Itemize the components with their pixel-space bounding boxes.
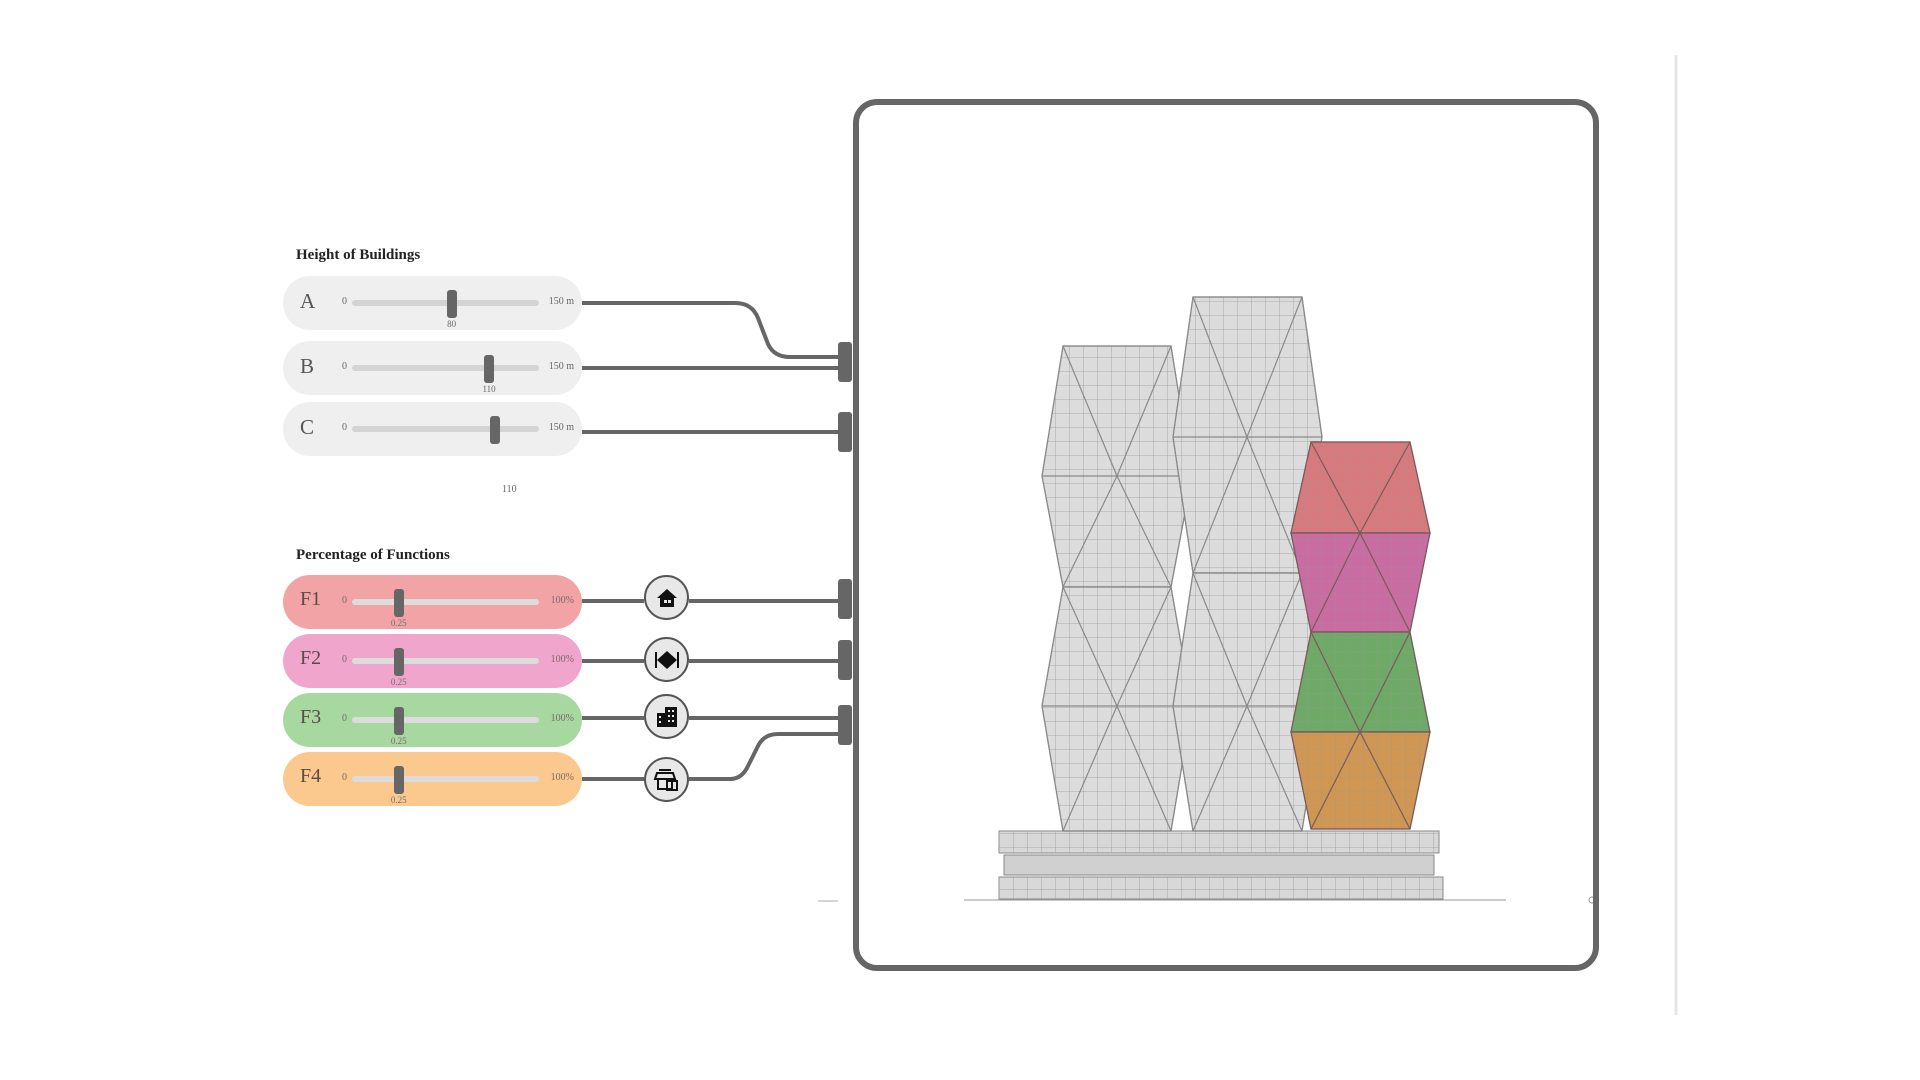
slider-thumb[interactable] — [393, 766, 404, 794]
input-port-f2[interactable] — [838, 640, 852, 680]
function-slider-f4[interactable]: F4 0 0.25 100% — [283, 752, 582, 806]
input-port-f1[interactable] — [838, 579, 852, 619]
input-port-height-ab[interactable] — [838, 342, 852, 382]
slider-max: 150 m — [548, 361, 574, 372]
slider-track[interactable]: 80 — [352, 290, 539, 329]
slider-letter: F1 — [300, 588, 322, 610]
slider-min: 0 — [342, 772, 347, 783]
slider-value: 0.25 — [390, 795, 407, 805]
slider-thumb[interactable] — [393, 707, 404, 735]
tower-a — [1041, 345, 1193, 832]
slider-value: 80 — [447, 319, 457, 329]
slider-thumb[interactable] — [393, 589, 404, 617]
slider-value: 0.25 — [390, 736, 407, 746]
slider-max: 100% — [550, 654, 574, 665]
slider-letter: F2 — [300, 647, 322, 669]
input-port-f3-f4[interactable] — [838, 705, 852, 745]
function-slider-f2[interactable]: F2 0 0.25 100% — [283, 634, 582, 688]
slider-max: 150 m — [548, 296, 574, 307]
slider-max: 100% — [550, 713, 574, 724]
slider-max: 100% — [550, 595, 574, 606]
input-port-height-c[interactable] — [838, 412, 852, 452]
function-slider-f3[interactable]: F3 0 0.25 100% — [283, 693, 582, 747]
restaurant-icon[interactable] — [644, 637, 689, 682]
slider-thumb[interactable] — [484, 355, 495, 383]
building-model — [964, 296, 1593, 904]
slider-c-value: 110 — [502, 484, 517, 495]
slider-min: 0 — [342, 595, 347, 606]
wire-f4-right — [689, 732, 840, 781]
height-slider-a[interactable]: A 0 80 150 m — [283, 276, 582, 330]
function-section-title: Percentage of Functions — [296, 547, 450, 563]
slider-min: 0 — [342, 296, 347, 307]
function-slider-f1[interactable]: F1 0 0.25 100% — [283, 575, 582, 629]
slider-track[interactable] — [352, 416, 539, 444]
slider-min: 0 — [342, 422, 347, 433]
house-icon[interactable] — [644, 575, 689, 620]
slider-max: 100% — [550, 772, 574, 783]
podium — [998, 830, 1444, 900]
model-viewport[interactable] — [853, 99, 1599, 971]
slider-min: 0 — [342, 361, 347, 372]
tower-c — [1290, 441, 1431, 830]
height-slider-b[interactable]: B 0 110 150 m — [283, 341, 582, 395]
slider-track[interactable]: 0.25 — [352, 589, 539, 628]
slider-value: 0.25 — [390, 677, 407, 687]
slider-thumb[interactable] — [393, 648, 404, 676]
slider-letter: B — [300, 354, 315, 378]
shop-icon[interactable] — [644, 757, 689, 802]
tower-b — [1172, 296, 1323, 832]
height-section-title: Height of Buildings — [296, 247, 421, 263]
office-building-icon[interactable] — [644, 694, 689, 739]
slider-max: 150 m — [548, 422, 574, 433]
slider-value: 0.25 — [390, 618, 407, 628]
slider-thumb[interactable] — [490, 416, 501, 444]
slider-min: 0 — [342, 654, 347, 665]
slider-value: 110 — [482, 384, 496, 394]
slider-track[interactable]: 0.25 — [352, 707, 539, 746]
slider-letter: C — [300, 415, 315, 439]
slider-letter: F3 — [300, 706, 322, 728]
height-slider-c[interactable]: C 0 150 m — [283, 402, 582, 456]
slider-letter: F4 — [300, 765, 322, 787]
slider-letter: A — [300, 289, 316, 313]
wire-a — [582, 301, 840, 359]
slider-track[interactable]: 110 — [352, 355, 539, 394]
slider-thumb[interactable] — [446, 290, 457, 318]
slider-track[interactable]: 0.25 — [352, 648, 539, 687]
slider-track[interactable]: 0.25 — [352, 766, 539, 805]
origin-marker — [1588, 896, 1593, 904]
slider-min: 0 — [342, 713, 347, 724]
